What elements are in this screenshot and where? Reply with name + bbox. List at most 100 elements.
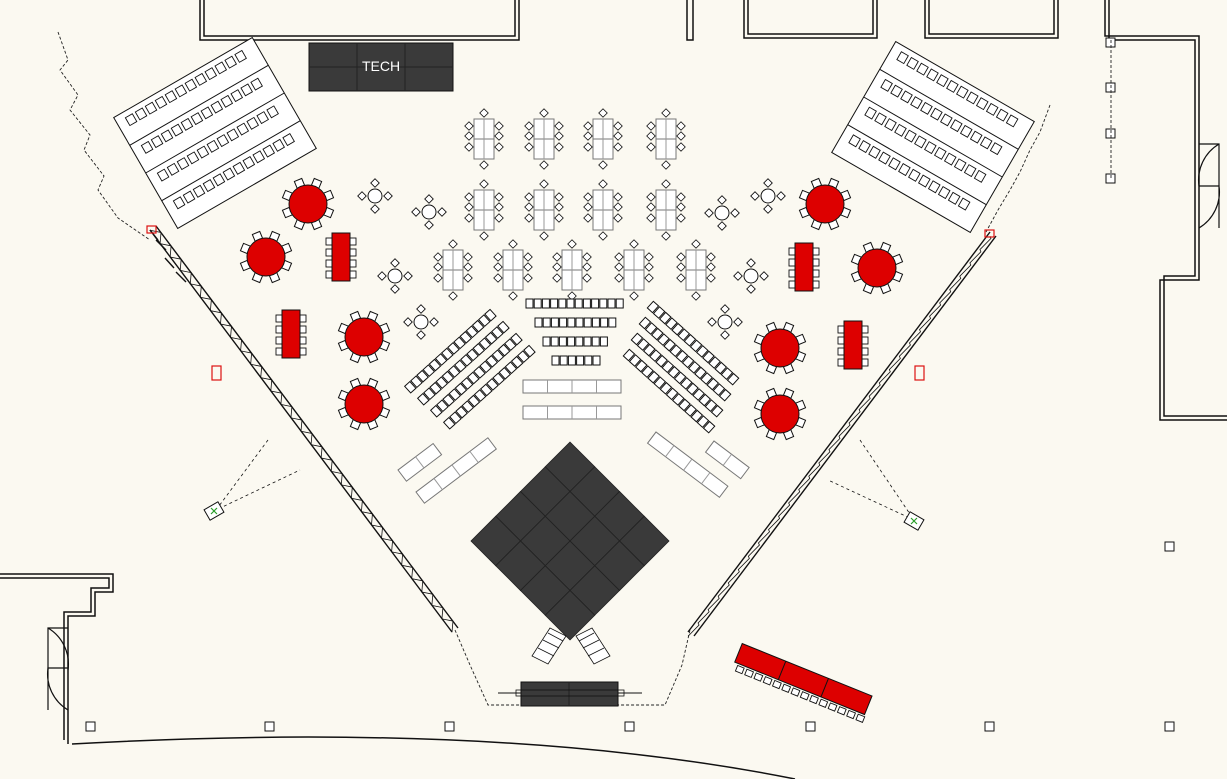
stool: [493, 273, 503, 283]
chair: [576, 355, 585, 366]
chair: [861, 347, 869, 356]
doors: [46, 143, 1221, 711]
stool: [494, 202, 504, 212]
bleacher-seat: [186, 151, 200, 165]
stool: [479, 108, 489, 118]
bleacher-seat: [282, 133, 295, 147]
chair: [812, 269, 820, 278]
stool: [583, 202, 593, 212]
chair: [473, 366, 486, 379]
chair: [479, 383, 493, 397]
bleacher-seat: [957, 197, 971, 211]
chair: [434, 353, 448, 366]
bleacher-seat: [878, 151, 891, 165]
stool: [463, 273, 473, 283]
bleacher-seat: [914, 135, 927, 149]
stool: [494, 213, 504, 223]
cocktail-table-pair: [552, 239, 592, 301]
cocktail-table-pair: [583, 108, 623, 170]
chair: [516, 350, 530, 364]
stool: [733, 271, 743, 281]
chair: [608, 317, 617, 328]
stool: [720, 304, 730, 314]
stool: [411, 207, 421, 217]
front-riser[interactable]: [498, 681, 642, 707]
stool: [424, 220, 434, 230]
bleacher-seat: [890, 84, 903, 98]
stool: [646, 192, 656, 202]
highboy-table: [707, 304, 743, 340]
bleacher-seat: [896, 51, 909, 65]
chair: [658, 311, 672, 325]
chair: [325, 237, 333, 246]
round-tables[interactable]: [239, 177, 904, 441]
chair: [574, 298, 583, 309]
bleacher-seat: [927, 180, 941, 194]
chair: [485, 354, 499, 368]
stool: [613, 131, 623, 141]
chair: [718, 388, 732, 402]
bleacher-seat: [184, 78, 198, 92]
stool: [494, 121, 504, 131]
tech-booth[interactable]: TECH: [308, 42, 454, 92]
table-top: [805, 184, 845, 224]
stool: [583, 121, 593, 131]
highboy-tables[interactable]: [357, 178, 786, 340]
bleachers-right[interactable]: [831, 40, 1035, 234]
center-chair-rows[interactable]: [525, 298, 624, 366]
bleacher-seat: [236, 122, 250, 136]
diagonal-chair-row: [622, 348, 716, 434]
bleacher-seat: [194, 72, 208, 86]
bleacher-seat: [858, 140, 871, 154]
stool: [370, 204, 380, 214]
chair: [491, 349, 505, 363]
bleacher-seat: [920, 101, 933, 115]
chair: [650, 327, 664, 341]
chair: [275, 325, 283, 334]
bleacher-seat: [924, 141, 937, 155]
bleacher-seat: [240, 83, 254, 97]
chair: [435, 376, 449, 390]
stool: [567, 239, 577, 249]
truss-markers: [146, 225, 995, 381]
chair: [710, 404, 724, 418]
bar-stool: [762, 676, 773, 686]
red-banquet-tables[interactable]: [275, 232, 869, 370]
stool: [644, 262, 654, 272]
bleachers-left[interactable]: [113, 36, 317, 230]
chair: [673, 371, 687, 385]
bleacher-seat: [926, 68, 939, 82]
chair: [442, 393, 455, 407]
bleacher-seat: [206, 139, 220, 153]
table-top: [367, 188, 383, 204]
chair: [403, 380, 417, 394]
stool: [704, 208, 714, 218]
stool: [582, 262, 592, 272]
main-stage[interactable]: [470, 441, 670, 665]
banquet-table: [275, 309, 307, 359]
stool: [661, 231, 671, 241]
chair: [669, 344, 683, 358]
chair: [696, 415, 710, 429]
diagonal-chair-rows[interactable]: [403, 300, 740, 434]
stool: [539, 231, 549, 241]
stool: [524, 202, 534, 212]
red-bar[interactable]: [732, 642, 873, 723]
bleacher-seat: [995, 108, 1009, 122]
table-top: [794, 242, 814, 292]
stool: [613, 142, 623, 152]
chair: [299, 347, 307, 356]
bar-stool: [790, 687, 801, 697]
chair: [812, 258, 820, 267]
cocktail-table-pairs[interactable]: [433, 108, 716, 301]
stool: [676, 273, 686, 283]
bleacher-tier: [879, 68, 1019, 150]
chair: [675, 349, 689, 363]
chair: [700, 372, 713, 385]
chair: [558, 298, 567, 309]
chair: [861, 336, 869, 345]
chair: [551, 355, 560, 366]
stool: [429, 317, 439, 327]
bench-seating[interactable]: [397, 379, 750, 504]
chair: [630, 332, 644, 346]
